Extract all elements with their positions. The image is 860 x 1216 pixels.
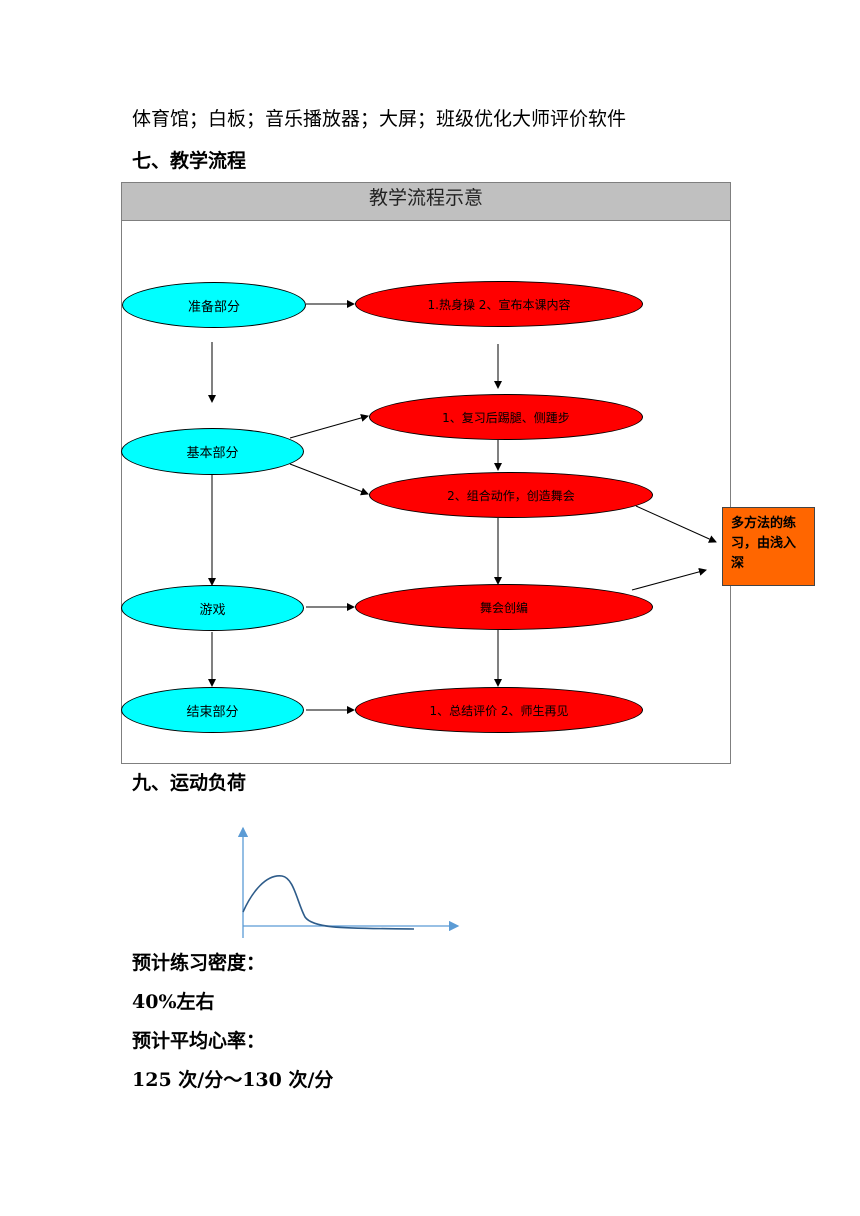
heart-rate-label: 预计平均心率： — [132, 1030, 266, 1052]
density-value: 40%左右 — [132, 991, 215, 1013]
load-curve-graph — [237, 826, 460, 938]
equipment-line: 体育馆；白板；音乐播放器；大屏；班级优化大师评价软件 — [132, 108, 627, 130]
activity-combine: 2、组合动作，创造舞会 — [369, 472, 653, 518]
stage-end: 结束部分 — [121, 687, 304, 733]
activity-dance: 舞会创编 — [355, 584, 653, 630]
method-note-box: 多方法的练习，由浅入深 — [722, 507, 815, 586]
stage-basic: 基本部分 — [121, 428, 304, 475]
stage-game: 游戏 — [121, 585, 304, 631]
load-curve-line — [242, 875, 415, 930]
flowchart-title: 教学流程示意 — [122, 183, 730, 221]
activity-warmup: 1.热身操 2、宣布本课内容 — [355, 281, 643, 327]
density-label: 预计练习密度： — [132, 952, 266, 974]
flowchart-frame: 教学流程示意 — [121, 182, 731, 764]
arrow-dance-to-note — [631, 567, 707, 591]
activity-summary: 1、总结评价 2、师生再见 — [355, 687, 643, 733]
stage-prep: 准备部分 — [122, 282, 306, 328]
arrow-basic-to-combine — [289, 463, 369, 496]
section-heading-teaching-flow: 七、教学流程 — [132, 150, 247, 172]
arrow-basic-to-review — [289, 414, 369, 439]
heart-rate-value: 125 次/分～130 次/分 — [132, 1069, 334, 1091]
arrow-combine-to-note — [635, 505, 717, 543]
section-heading-exercise-load: 九、运动负荷 — [132, 772, 247, 794]
activity-review: 1、复习后踢腿、侧踵步 — [369, 394, 643, 440]
